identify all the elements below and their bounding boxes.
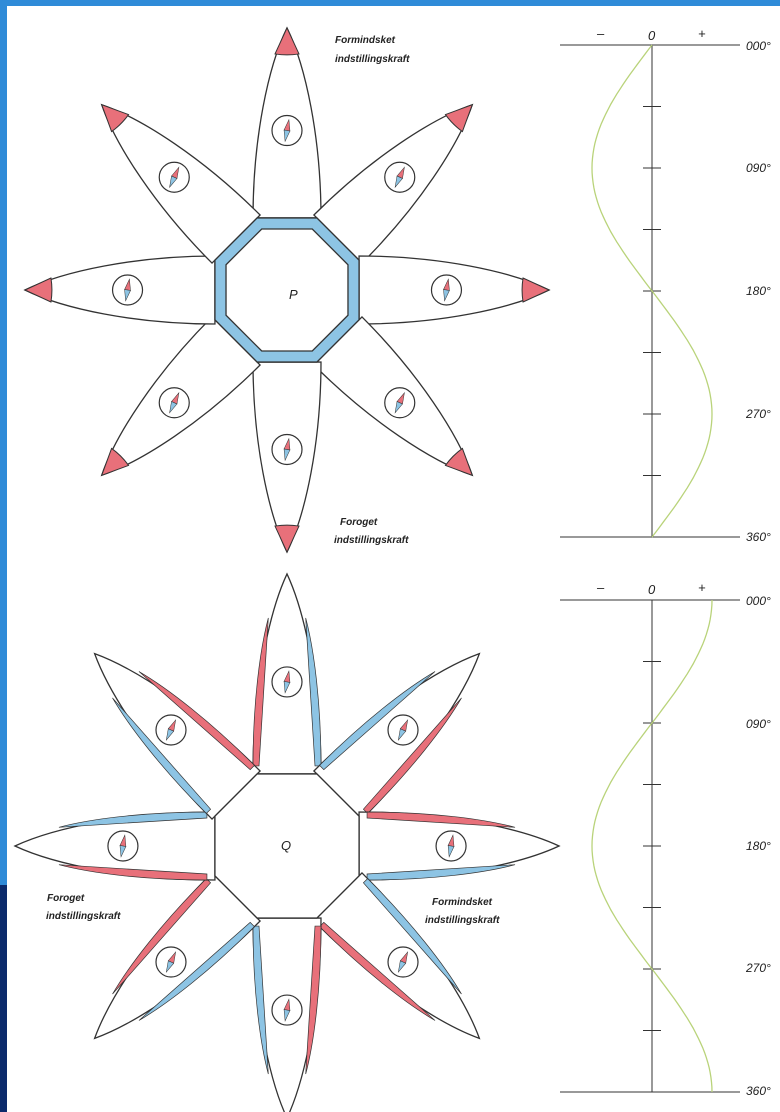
tip-marker xyxy=(444,103,474,133)
side-strip-right xyxy=(252,925,269,1075)
needle-south xyxy=(165,728,175,741)
top-graph-tick-000: 000° xyxy=(746,39,771,53)
needle-south xyxy=(169,401,178,414)
bottom-center-label: Q xyxy=(281,838,291,853)
tip-marker xyxy=(444,447,474,477)
side-strip-right xyxy=(305,617,322,767)
top-label-reduced-line2: indstillingskraft xyxy=(335,54,410,65)
side-strip-left xyxy=(138,921,255,1021)
top-label-increased-line2: indstillingskraft xyxy=(334,535,409,546)
needle-south xyxy=(397,728,407,741)
side-strip-left xyxy=(305,925,322,1075)
side-strip-left xyxy=(362,878,462,995)
side-strip-right xyxy=(112,878,212,995)
needle-south xyxy=(165,960,175,973)
bottom-graph-tick-180: 180° xyxy=(746,839,771,853)
side-strip-right xyxy=(319,921,436,1021)
side-strip-right xyxy=(138,671,255,771)
tip-marker xyxy=(100,103,130,133)
top-graph-plus: + xyxy=(698,26,706,41)
top-deviation-curve xyxy=(591,44,713,538)
bottom-graph-tick-360: 360° xyxy=(746,1084,771,1098)
top-deviation-graph: – 0 + 000° 090° 180° 270° 360° xyxy=(560,26,771,544)
octagon-center xyxy=(225,228,349,352)
needle-south xyxy=(283,129,291,143)
side-strip-right xyxy=(362,697,462,814)
needle-south xyxy=(124,289,131,302)
top-center-label: P xyxy=(289,287,298,302)
bottom-deviation-curve xyxy=(591,599,713,1093)
tip-marker xyxy=(274,524,300,554)
tip-marker xyxy=(521,277,551,303)
needle-south xyxy=(283,448,291,462)
needle-south xyxy=(119,845,127,858)
top-graph-minus: – xyxy=(596,26,605,41)
needle-south xyxy=(169,175,178,189)
top-graph-tick-180: 180° xyxy=(746,284,771,298)
top-graph-zero: 0 xyxy=(648,28,656,43)
needle-south xyxy=(283,1009,291,1022)
side-strip-left xyxy=(366,811,516,828)
top-graph-tick-270: 270° xyxy=(745,407,771,421)
side-strip-left xyxy=(112,697,212,814)
side-strip-right xyxy=(366,864,516,881)
side-strip-left xyxy=(252,617,269,767)
tip-marker xyxy=(23,277,53,303)
bottom-graph-plus: + xyxy=(698,580,706,595)
top-label-reduced-line1: Formindsket xyxy=(335,35,396,46)
side-strip-right xyxy=(58,811,208,828)
bottom-label-reduced-line1: Formindsket xyxy=(432,897,493,908)
side-strip-left xyxy=(319,671,436,771)
needle-south xyxy=(394,401,403,414)
needle-south xyxy=(397,960,407,973)
needle-south xyxy=(283,681,291,694)
octagon-center xyxy=(214,773,360,919)
bottom-deviation-graph: – 0 + 000° 090° 180° 270° 360° xyxy=(560,580,771,1098)
tip-marker xyxy=(100,447,130,477)
needle-south xyxy=(394,175,403,189)
bottom-label-increased-line1: Foroget xyxy=(47,893,85,904)
bottom-graph-tick-090: 090° xyxy=(746,717,771,731)
needle-south xyxy=(443,289,450,302)
tip-marker xyxy=(274,26,300,56)
bottom-graph-minus: – xyxy=(596,580,605,595)
bottom-compass-rosette xyxy=(13,572,561,1112)
bottom-graph-zero: 0 xyxy=(648,582,656,597)
bottom-label-increased-line2: indstillingskraft xyxy=(46,911,121,922)
bottom-label-reduced-line2: indstillingskraft xyxy=(425,915,500,926)
top-graph-tick-360: 360° xyxy=(746,530,771,544)
top-compass-rosette xyxy=(23,26,551,554)
bottom-graph-tick-270: 270° xyxy=(745,961,771,975)
needle-south xyxy=(447,845,455,858)
bottom-graph-tick-000: 000° xyxy=(746,594,771,608)
top-label-increased-line1: Foroget xyxy=(340,517,378,528)
side-strip-left xyxy=(58,864,208,881)
top-graph-tick-090: 090° xyxy=(746,161,771,175)
